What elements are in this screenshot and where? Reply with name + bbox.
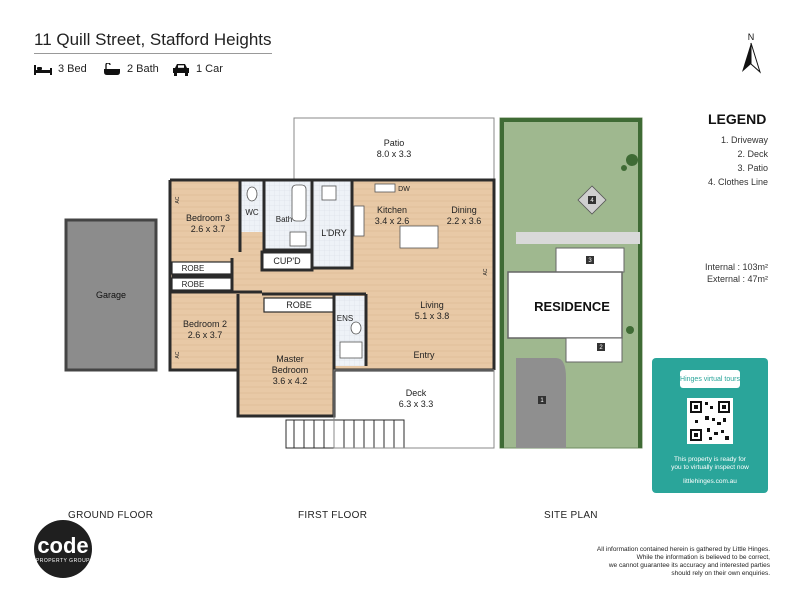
tour-ready-line2: you to virtually inspect now: [671, 464, 749, 471]
internal-area: Internal : 103m²: [704, 262, 768, 272]
cars-label: 1 Car: [196, 63, 223, 75]
disclaimer-line4: should rely on their own enquiries.: [671, 570, 770, 577]
patio-name: Patio: [384, 138, 405, 148]
wc-label: WC: [245, 208, 259, 217]
ac-label-living: AC: [483, 268, 489, 275]
qr-code-icon: [687, 398, 733, 444]
deck-dims: 6.3 x 3.3: [399, 399, 434, 409]
legend-item-clothes-line: 4. Clothes Line: [707, 177, 768, 187]
master-name-line2: Bedroom: [272, 365, 309, 375]
site-marker-3: 3: [588, 258, 592, 264]
property-address: 11 Quill Street, Stafford Heights: [34, 30, 272, 49]
kitchen-dims: 3.4 x 2.6: [375, 216, 410, 226]
entry-label: Entry: [413, 350, 435, 360]
bedroom3-dims: 2.6 x 3.7: [191, 224, 226, 234]
site-plan: RESIDENCE 1 2 3 4: [499, 117, 643, 449]
ensuite-label: ENS: [337, 314, 353, 323]
car-icon: [173, 63, 189, 76]
site-marker-2: 2: [599, 345, 603, 351]
baths-feature: 2 Bath: [103, 60, 159, 78]
bathtub-icon: [104, 62, 120, 75]
agency-tagline: PROPERTY GROUP: [35, 557, 91, 564]
dining-dims: 2.2 x 3.6: [447, 216, 482, 226]
garage: Garage: [64, 218, 158, 372]
first-floor-label: FIRST FLOOR: [298, 510, 368, 521]
patio-dims: 8.0 x 3.3: [377, 149, 412, 159]
agency-name: code: [37, 532, 89, 558]
legend-item-driveway: 1. Driveway: [720, 135, 768, 145]
cars-feature: 1 Car: [172, 60, 223, 78]
master-name-line1: Master: [276, 354, 304, 364]
site-marker-4: 4: [590, 198, 594, 204]
robe-bedroom2-label: ROBE: [182, 280, 205, 289]
logo-brand: virtual tours: [703, 375, 740, 383]
compass-label: N: [748, 32, 755, 42]
disclaimer-line2: While the information is believed to be …: [636, 554, 770, 561]
stairs: [285, 419, 405, 449]
bath-label: Bath: [276, 215, 292, 224]
disclaimer-line1: All information contained herein is gath…: [596, 546, 770, 553]
disclaimer: All information contained herein is gath…: [572, 546, 770, 578]
little-hinges-logo: Hinges virtual tours: [680, 370, 740, 388]
dishwasher-label: DW: [398, 186, 410, 193]
garage-label: Garage: [96, 290, 126, 300]
beds-label: 3 Bed: [58, 63, 87, 75]
fixtures: [246, 183, 439, 359]
living-dims: 5.1 x 3.8: [415, 311, 450, 321]
bed-icon: [34, 65, 52, 75]
code-property-logo: code PROPERTY GROUP: [34, 520, 92, 578]
site-plan-label: SITE PLAN: [544, 510, 598, 521]
bedroom2-dims: 2.6 x 3.7: [188, 330, 223, 340]
ground-floor-label: GROUND FLOOR: [68, 510, 154, 521]
virtual-tour-card[interactable]: Hinges virtual tours This property is re…: [652, 358, 768, 493]
legend-item-patio: 3. Patio: [737, 163, 768, 173]
dining-name: Dining: [451, 205, 477, 215]
disclaimer-line3: we cannot guarantee its accuracy and int…: [608, 562, 770, 569]
residence-label: RESIDENCE: [534, 299, 610, 314]
tour-ready-line1: This property is ready for: [674, 456, 746, 463]
deck-name: Deck: [406, 388, 427, 398]
header-divider: [34, 53, 272, 54]
baths-label: 2 Bath: [127, 63, 159, 75]
bedroom3-name: Bedroom 3: [186, 213, 230, 223]
ac-label-bedroom2: AC: [175, 351, 181, 358]
legend-item-deck: 2. Deck: [737, 149, 768, 159]
robe-bedroom3-label: ROBE: [182, 264, 205, 273]
living-name: Living: [420, 300, 444, 310]
legend-title: LEGEND: [708, 111, 767, 127]
tour-url[interactable]: littlehinges.com.au: [683, 478, 737, 485]
patio: Patio 8.0 x 3.3: [293, 117, 495, 181]
external-area: External : 47m²: [706, 274, 768, 284]
site-marker-1: 1: [540, 398, 544, 404]
kitchen-name: Kitchen: [377, 205, 407, 215]
master-dims: 3.6 x 4.2: [273, 376, 308, 386]
laundry-label: L'DRY: [321, 228, 347, 238]
ac-label-bedroom3: AC: [175, 196, 181, 203]
north-arrow-icon: N: [742, 32, 762, 74]
bedroom2-name: Bedroom 2: [183, 319, 227, 329]
beds-feature: 3 Bed: [34, 60, 87, 78]
cupboard-label: CUP'D: [273, 256, 301, 266]
logo-text: Hinges: [680, 375, 702, 383]
robe-master-label: ROBE: [286, 300, 312, 310]
